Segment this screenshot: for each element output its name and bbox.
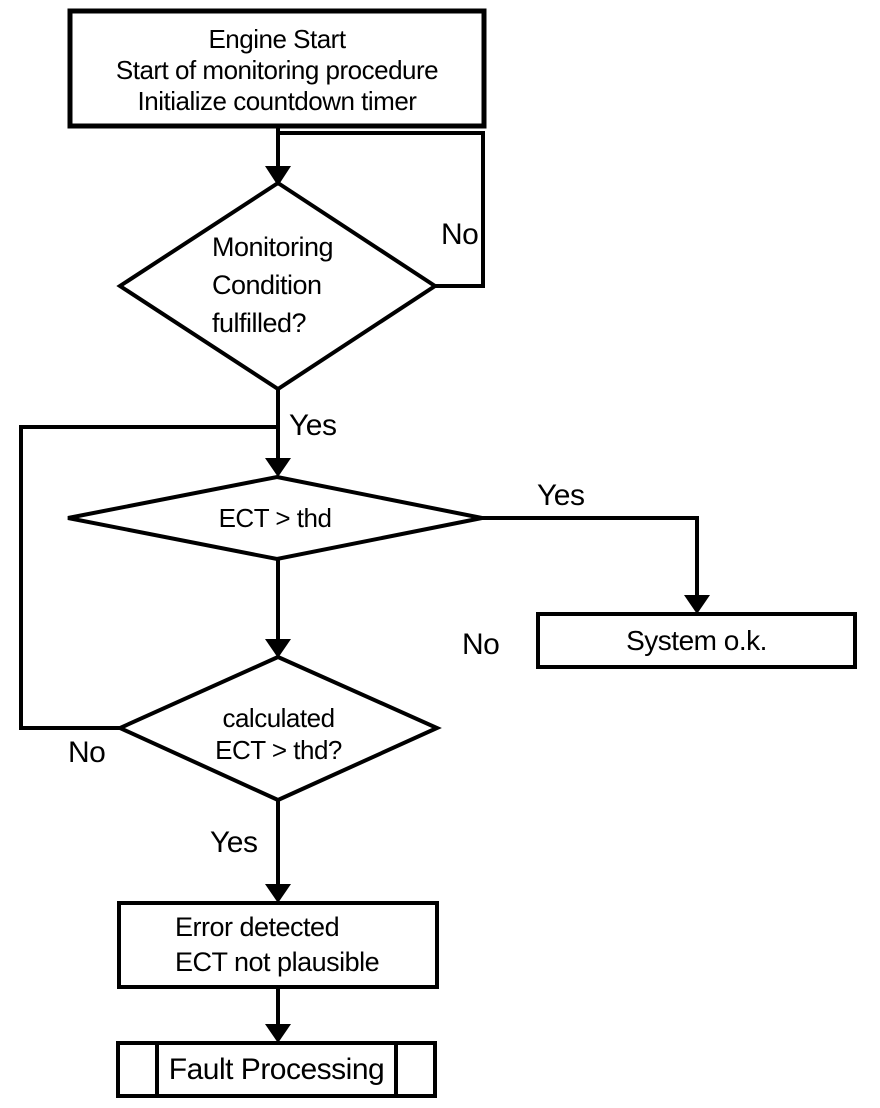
calculated-ect-line: calculated	[222, 703, 335, 733]
start-box-line: Initialize countdown timer	[137, 86, 417, 116]
ect-threshold-text: ECT > thd	[218, 503, 332, 533]
edge-calculated-no-loop	[19, 425, 276, 730]
label-monitoring-yes: Yes	[289, 409, 337, 442]
start-box-line: Start of monitoring procedure	[115, 55, 439, 85]
edge-monitoring-no-loop	[280, 131, 485, 288]
error-detected-line: Error detected	[175, 912, 340, 942]
monitoring-condition-line: Condition	[212, 270, 322, 300]
monitoring-condition-text: Monitoring Condition fulfilled?	[212, 228, 334, 342]
system-ok-box	[536, 612, 857, 669]
edge-ect-yes	[482, 516, 699, 597]
monitoring-condition-line: fulfilled?	[212, 308, 307, 338]
arrowhead-into-system-ok	[684, 595, 710, 614]
label-calculated-yes: Yes	[210, 826, 258, 859]
error-detected-line: ECT not plausible	[175, 947, 380, 977]
calculated-ect-line: ECT > thd?	[215, 735, 342, 765]
start-box-text: Engine Start Start of monitoring procedu…	[75, 24, 479, 117]
arrowhead-into-monitoring	[265, 166, 291, 186]
arrowhead-into-fault	[265, 1024, 291, 1043]
monitoring-condition-line: Monitoring	[212, 232, 334, 262]
arrowhead-into-calculated	[265, 639, 291, 658]
label-monitoring-no: No	[441, 218, 479, 251]
label-ect-no: No	[462, 628, 500, 661]
system-ok-text: System o.k.	[626, 625, 767, 656]
label-ect-yes: Yes	[537, 479, 585, 512]
fault-processing-box	[116, 1041, 437, 1098]
arrowhead-into-error	[265, 884, 291, 903]
fault-processing-text: Fault Processing	[168, 1053, 385, 1086]
error-detected-text: Error detected ECT not plausible	[175, 910, 380, 980]
start-box-line: Engine Start	[208, 24, 346, 54]
label-calculated-no: No	[68, 736, 106, 769]
arrowhead-into-ect	[265, 458, 291, 477]
calculated-ect-text: calculated ECT > thd?	[120, 702, 437, 766]
